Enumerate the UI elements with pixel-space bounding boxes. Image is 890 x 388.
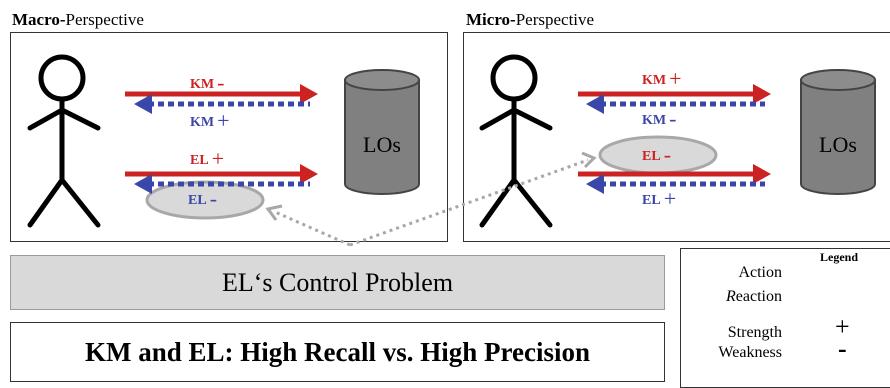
control-problem-text: EL‘s Control Problem (221, 267, 454, 297)
macro-km-reaction-label: KM+ (190, 108, 230, 133)
legend-title: Legend (820, 250, 859, 264)
micro-stick-figure-icon (479, 54, 553, 228)
micro-km-reaction-arrow (586, 94, 765, 114)
legend-strength-label: Strength (727, 324, 782, 341)
macro-perspective-title: Macro-Perspective (12, 10, 144, 29)
macro-el-ellipse (145, 180, 265, 220)
recall-precision-text: KM and EL: High Recall vs. High Precisio… (84, 336, 591, 367)
macro-km-reaction-arrow (134, 94, 310, 114)
recall-precision-box: KM and EL: High Recall vs. High Precisio… (10, 322, 665, 382)
micro-el-reaction-arrow (586, 174, 765, 194)
macro-km-action-arrow (125, 84, 318, 104)
control-problem-box: EL‘s Control Problem (10, 255, 665, 310)
legend-strength-symbol: + (835, 312, 850, 341)
macro-el-reaction-label: EL- (188, 186, 218, 211)
micro-el-action-label: EL- (642, 142, 672, 167)
diagram-canvas (27, 54, 890, 312)
macro-el-action-label: EL+ (190, 146, 225, 171)
micro-km-action-label: KM+ (642, 66, 682, 91)
connector-arrowhead-left-icon (265, 204, 283, 221)
micro-km-reaction-label: KM- (642, 106, 677, 131)
macro-los-cylinder-icon (344, 69, 420, 195)
macro-el-reaction-arrow (134, 174, 310, 194)
micro-el-action-arrow (578, 164, 771, 184)
connector-arrowhead-right-icon (581, 151, 597, 169)
micro-km-action-arrow (578, 84, 771, 104)
macro-km-action-label: KM- (190, 70, 225, 95)
macro-los-label: LOs (363, 132, 401, 157)
legend-weakness-symbol: - (838, 334, 847, 363)
legend-box (680, 248, 890, 388)
legend-reaction-label: Reaction (726, 288, 782, 305)
legend-weakness-label: Weakness (718, 344, 782, 361)
micro-los-cylinder-icon (800, 69, 876, 195)
micro-el-reaction-label: EL+ (642, 186, 677, 211)
micro-perspective-title: Micro-Perspective (466, 10, 595, 29)
micro-los-label: LOs (819, 132, 857, 157)
control-problem-connector (274, 158, 589, 247)
macro-stick-figure-icon (27, 54, 101, 228)
legend-action-label: Action (738, 264, 782, 281)
macro-el-action-arrow (125, 164, 318, 184)
